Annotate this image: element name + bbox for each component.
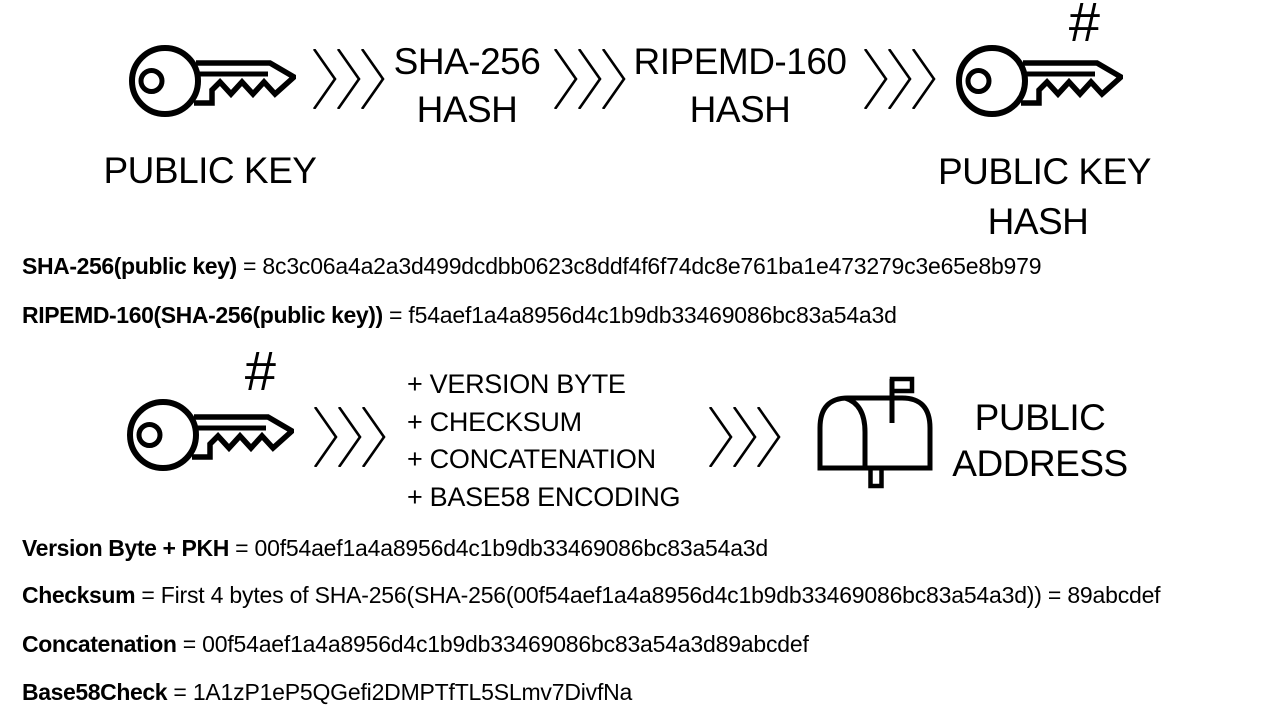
base58check-value: = 1A1zP1eP5QGefi2DMPTfTL5SLmv7DivfNa [167,679,633,705]
sha256-hash-step-line1: SHA-256 [393,41,541,82]
checksum-label: Checksum [22,582,136,608]
version-byte-pkh-line: Version Byte + PKH = 00f54aef1a4a8956d4c… [22,535,768,562]
ripemd160-hash-step: RIPEMD-160 HASH [625,38,855,134]
mailbox-icon [817,376,933,489]
checksum-value: = First 4 bytes of SHA-256(SHA-256(00f54… [135,582,1161,608]
hash-symbol: # [244,339,276,402]
public-key-hash-label-line1: PUBLIC KEY [938,151,1151,192]
public-address-label-line1: PUBLIC [974,397,1106,438]
ripemd160-hash-step-line2: HASH [689,89,791,130]
public-address-label: PUBLIC ADDRESS [940,395,1140,487]
operation-concatenation: + CONCATENATION [407,444,656,474]
operation-base58-encoding: + BASE58 ENCODING [407,481,681,512]
ripemd160-result-value: = f54aef1a4a8956d4c1b9db33469086bc83a54a… [382,302,897,328]
public-key-hash-label-line2: HASH [987,201,1089,242]
sha256-hash-step-line2: HASH [416,89,518,130]
triple-chevron-right-icon [708,407,782,467]
concatenation-line: Concatenation = 00f54aef1a4a8956d4c1b9db… [22,631,809,658]
sha256-result-label: SHA-256(public key) [22,253,237,279]
version-byte-pkh-value: = 00f54aef1a4a8956d4c1b9db33469086bc83a5… [228,535,768,561]
triple-chevron-right-icon [313,407,387,467]
concatenation-value: = 00f54aef1a4a8956d4c1b9db33469086bc83a5… [176,631,809,657]
key-icon [126,396,294,480]
encoding-operations-list: + VERSION BYTE + CHECKSUM + CONCATENATIO… [407,366,681,516]
key-icon [955,42,1123,126]
operation-checksum: + CHECKSUM [407,406,582,437]
ripemd160-hash-step-line1: RIPEMD-160 [633,41,847,82]
triple-chevron-right-icon [312,49,386,109]
sha256-hash-step: SHA-256 HASH [377,38,557,134]
base58check-line: Base58Check = 1A1zP1eP5QGefi2DMPTfTL5SLm… [22,679,632,706]
sha256-result-line: SHA-256(public key) = 8c3c06a4a2a3d499dc… [22,253,1042,280]
sha256-result-value: = 8c3c06a4a2a3d499dcdbb0623c8ddf4f6f74dc… [236,253,1042,279]
triple-chevron-right-icon [863,49,937,109]
concatenation-label: Concatenation [22,631,177,657]
ripemd160-result-line: RIPEMD-160(SHA-256(public key)) = f54aef… [22,302,897,329]
public-key-hash-label: PUBLIC KEY HASH [938,147,1151,247]
operation-version-byte: + VERSION BYTE [407,369,626,399]
checksum-line: Checksum = First 4 bytes of SHA-256(SHA-… [22,582,1161,609]
ripemd160-result-label: RIPEMD-160(SHA-256(public key)) [22,302,383,328]
triple-chevron-right-icon [553,49,627,109]
version-byte-pkh-label: Version Byte + PKH [22,535,229,561]
hash-symbol: # [1068,0,1100,53]
public-key-label: PUBLIC KEY [103,150,317,191]
key-icon [128,42,296,126]
base58check-label: Base58Check [22,679,168,705]
public-address-label-line2: ADDRESS [952,443,1128,484]
